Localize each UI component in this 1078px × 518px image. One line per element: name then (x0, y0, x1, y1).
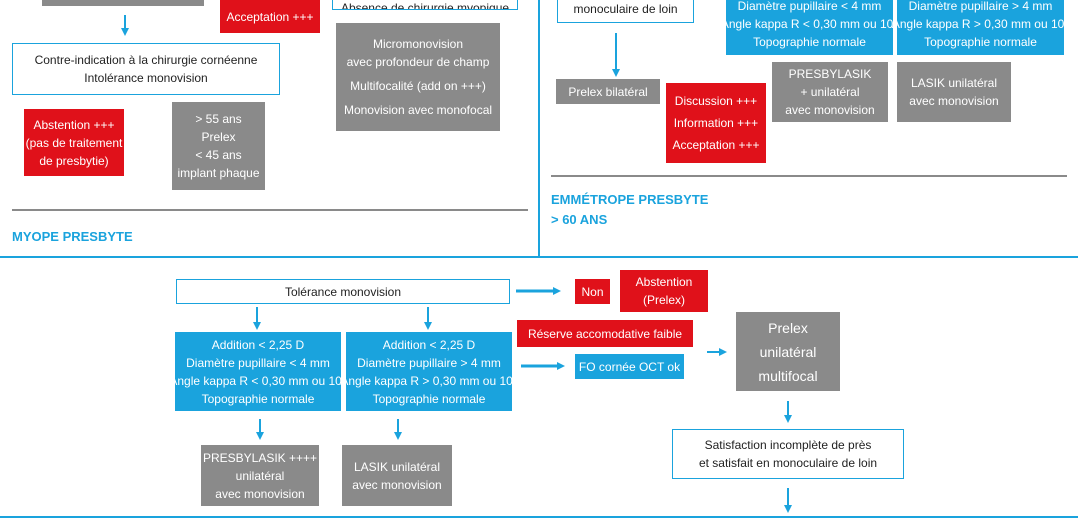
prelex-unilateral-multifocal-box: Prelex unilatéral multifocal (736, 312, 840, 391)
emmetrope-title-line: EMMÉTROPE PRESBYTE (551, 192, 709, 207)
presbylasik-line: unilatéral (235, 468, 285, 483)
bottom-blue-left-box: Addition < 2,25 D Diamètre pupillaire < … (169, 332, 347, 411)
blue-right-line: Addition < 2,25 D (382, 337, 476, 352)
option-line: Multifocalité (add on +++) (350, 79, 486, 93)
blue-right-line: Topographie normale (372, 391, 486, 406)
myope-title: MYOPE PRESBYTE (12, 227, 133, 247)
age-line: > 55 ans (195, 112, 242, 126)
lasik-line: LASIK unilatéral (353, 459, 441, 474)
myope-absence-text: Absence de chirurgie myopique (340, 1, 510, 10)
fo-cornee-box: FO cornée OCT ok (575, 354, 684, 379)
myope-options-box: Micromonovision avec profondeur de champ… (336, 23, 500, 131)
bottom-blue-right-box: Addition < 2,25 D Diamètre pupillaire > … (340, 332, 518, 411)
myope-abstention-box: Abstention +++ (pas de traitement de pre… (24, 109, 124, 176)
blue-left-line: Diamètre pupillaire < 4 mm (186, 355, 330, 370)
blue-right-line: Topographie normale (924, 35, 1037, 49)
presbylasik-line: avec monovision (785, 103, 875, 117)
emmetrope-prelex-box: Prelex bilatéral (556, 79, 660, 104)
blue-left-line: Angle kappa R < 0,30 mm ou 10° (720, 17, 899, 31)
prelex-line: multifocal (758, 367, 818, 384)
myope-acceptation-text: Acceptation +++ (226, 9, 314, 24)
bottom-presbylasik-box: PRESBYLASIK ++++ unilatéral avec monovis… (201, 445, 319, 506)
presbylasik-line: PRESBYLASIK (788, 67, 872, 81)
satisfaction-line: Satisfaction incomplète de près (704, 438, 872, 452)
fo-text: FO cornée OCT ok (578, 359, 681, 374)
blue-left-line: Topographie normale (201, 391, 315, 406)
blue-right-line: Angle kappa R > 0,30 mm ou 10° (340, 373, 518, 388)
blue-left-line: Diamètre pupillaire < 4 mm (737, 0, 882, 13)
presbylasik-line: avec monovision (215, 486, 305, 501)
satisfaction-line: et satisfait en monoculaire de loin (698, 456, 878, 470)
prelex-bilateral-text: Prelex bilatéral (568, 84, 648, 99)
discussion-line: Acceptation +++ (672, 138, 760, 152)
emmetrope-presbylasik-box: PRESBYLASIK + unilatéral avec monovision (772, 62, 888, 122)
blue-left-line: Angle kappa R < 0,30 mm ou 10° (169, 373, 347, 388)
discussion-line: Discussion +++ (674, 94, 758, 108)
emmetrope-monoculaire-box: monoculaire de loin (557, 0, 694, 23)
bottom-lasik-box: LASIK unilatéral avec monovision (342, 445, 452, 506)
presbylasik-line: + unilatéral (800, 85, 860, 99)
reserve-accomodative-box: Réserve accomodative faible (517, 320, 693, 347)
reserve-text: Réserve accomodative faible (527, 326, 683, 341)
emmetrope-blue-right-box: Diamètre pupillaire > 4 mm Angle kappa R… (892, 0, 1069, 55)
abstention-line: Abstention +++ (33, 117, 115, 132)
tolerance-monovision-box: Tolérance monovision (176, 279, 510, 304)
abstention-prelex-box: Abstention (Prelex) (620, 270, 708, 312)
myope-acceptation-box: Acceptation +++ (220, 0, 320, 33)
emmetrope-divider (551, 175, 1067, 177)
tolerance-text: Tolérance monovision (284, 284, 402, 299)
myope-contre-indication-box: Contre-indication à la chirurgie cornéen… (12, 43, 280, 95)
myope-age-box: > 55 ans Prelex < 45 ans implant phaque (172, 102, 265, 190)
presbylasik-line: PRESBYLASIK ++++ (202, 450, 318, 465)
emmetrope-lasik-box: LASIK unilatéral avec monovision (897, 62, 1011, 122)
abstention-line: (pas de traitement (25, 135, 123, 150)
myope-title-text: MYOPE PRESBYTE (12, 229, 133, 244)
blue-left-line: Addition < 2,25 D (211, 337, 305, 352)
myope-absence-box: Absence de chirurgie myopique (332, 0, 518, 10)
emmetrope-age-line: > 60 ANS (551, 212, 608, 227)
age-line: Prelex (201, 130, 236, 144)
contre-indication-line: Contre-indication à la chirurgie cornéen… (34, 53, 258, 67)
age-line: < 45 ans (195, 148, 242, 162)
non-text: Non (581, 284, 604, 299)
prelex-line: unilatéral (759, 343, 817, 360)
non-box: Non (575, 279, 610, 304)
option-line: avec profondeur de champ (346, 55, 490, 69)
monoculaire-text: monoculaire de loin (573, 2, 678, 16)
blue-right-line: Diamètre pupillaire > 4 mm (357, 355, 501, 370)
option-line: Monovision avec monofocal (343, 103, 493, 117)
emmetrope-title: EMMÉTROPE PRESBYTE > 60 ANS (551, 190, 708, 230)
age-line: implant phaque (177, 166, 260, 180)
option-line: Micromonovision (372, 37, 464, 51)
emmetrope-blue-left-box: Diamètre pupillaire < 4 mm Angle kappa R… (721, 0, 898, 55)
abstention-line: Abstention (635, 275, 693, 289)
prelex-line: Prelex (768, 319, 808, 336)
emmetrope-discussion-box: Discussion +++ Information +++ Acceptati… (666, 83, 766, 163)
discussion-line: Information +++ (673, 116, 759, 130)
abstention-line: de presbytie) (39, 153, 109, 168)
satisfaction-box: Satisfaction incomplète de près et satis… (672, 429, 904, 479)
intolerance-line: Intolérance monovision (84, 71, 208, 85)
lasik-line: LASIK unilatéral (910, 76, 998, 90)
lasik-line: avec monovision (352, 477, 442, 492)
myope-divider (12, 209, 528, 211)
blue-right-line: Angle kappa R > 0,30 mm ou 10° (891, 17, 1070, 31)
lasik-line: avec monovision (909, 94, 999, 108)
myope-top-gray-box (42, 0, 204, 6)
abstention-line: (Prelex) (642, 293, 685, 307)
blue-left-line: Topographie normale (753, 35, 866, 49)
blue-right-line: Diamètre pupillaire > 4 mm (908, 0, 1053, 13)
